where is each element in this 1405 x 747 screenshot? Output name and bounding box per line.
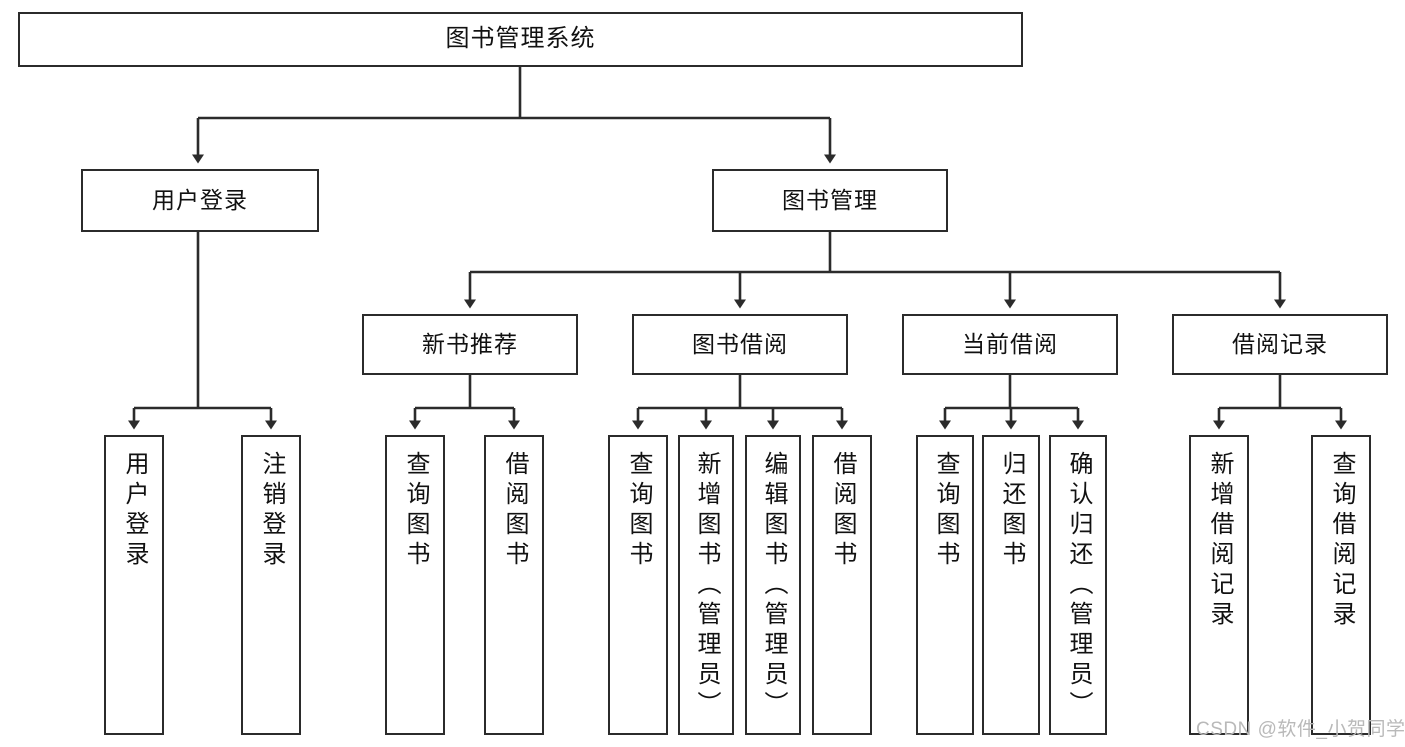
node-leaf-edit-book[interactable]: 编辑图书（管理员） — [745, 435, 801, 735]
node-leaf-add-record[interactable]: 新增借阅记录 — [1189, 435, 1249, 735]
node-leaf-query-book-2[interactable]: 查询图书 — [608, 435, 668, 735]
node-leaf-query-record-label: 查询借阅记录 — [1328, 451, 1355, 631]
node-leaf-confirm-return-label: 确认归还（管理员） — [1065, 451, 1092, 721]
node-leaf-user-logout-label: 注销登录 — [258, 451, 285, 571]
node-leaf-add-book[interactable]: 新增图书（管理员） — [678, 435, 734, 735]
node-leaf-user-login[interactable]: 用户登录 — [104, 435, 164, 735]
connector-book-manage-to-level2 — [464, 232, 1286, 309]
node-user-login[interactable]: 用户登录 — [81, 169, 319, 232]
node-leaf-user-login-label: 用户登录 — [121, 451, 148, 571]
node-leaf-query-book-3[interactable]: 查询图书 — [916, 435, 974, 735]
node-book-manage-label: 图书管理 — [782, 186, 878, 213]
connector-new-book-recommend-to-leaves — [409, 375, 520, 430]
node-borrow-record[interactable]: 借阅记录 — [1172, 314, 1388, 375]
node-leaf-query-book-1-label: 查询图书 — [402, 451, 429, 571]
node-leaf-query-book-2-label: 查询图书 — [625, 451, 652, 571]
node-leaf-edit-book-label: 编辑图书（管理员） — [760, 451, 787, 721]
node-leaf-query-record[interactable]: 查询借阅记录 — [1311, 435, 1371, 735]
node-leaf-add-book-label: 新增图书（管理员） — [693, 451, 720, 721]
node-book-borrow-label: 图书借阅 — [692, 330, 788, 357]
node-borrow-record-label: 借阅记录 — [1232, 330, 1328, 357]
connector-borrow-record-to-leaves — [1213, 375, 1347, 430]
node-book-manage[interactable]: 图书管理 — [712, 169, 948, 232]
watermark: CSDN @软件_小贺同学 — [1196, 719, 1405, 740]
connector-book-borrow-to-leaves — [632, 375, 848, 430]
node-leaf-borrow-book-1-label: 借阅图书 — [501, 451, 528, 571]
node-root[interactable]: 图书管理系统 — [18, 12, 1023, 67]
node-user-login-label: 用户登录 — [152, 186, 248, 213]
connector-user-login-to-leaves — [128, 232, 277, 430]
connector-current-borrow-to-leaves — [939, 375, 1084, 430]
node-book-borrow[interactable]: 图书借阅 — [632, 314, 848, 375]
node-current-borrow[interactable]: 当前借阅 — [902, 314, 1118, 375]
node-leaf-add-record-label: 新增借阅记录 — [1206, 451, 1233, 631]
node-leaf-borrow-book-2-label: 借阅图书 — [829, 451, 856, 571]
node-leaf-return-book-label: 归还图书 — [998, 451, 1025, 571]
connector-root-to-level1 — [192, 67, 836, 164]
node-leaf-user-logout[interactable]: 注销登录 — [241, 435, 301, 735]
node-leaf-borrow-book-1[interactable]: 借阅图书 — [484, 435, 544, 735]
node-leaf-confirm-return[interactable]: 确认归还（管理员） — [1049, 435, 1107, 735]
node-leaf-query-book-1[interactable]: 查询图书 — [385, 435, 445, 735]
node-leaf-return-book[interactable]: 归还图书 — [982, 435, 1040, 735]
node-leaf-query-book-3-label: 查询图书 — [932, 451, 959, 571]
node-root-label: 图书管理系统 — [445, 25, 596, 53]
node-new-book-recommend-label: 新书推荐 — [422, 330, 518, 357]
node-new-book-recommend[interactable]: 新书推荐 — [362, 314, 578, 375]
node-leaf-borrow-book-2[interactable]: 借阅图书 — [812, 435, 872, 735]
node-current-borrow-label: 当前借阅 — [962, 330, 1058, 357]
